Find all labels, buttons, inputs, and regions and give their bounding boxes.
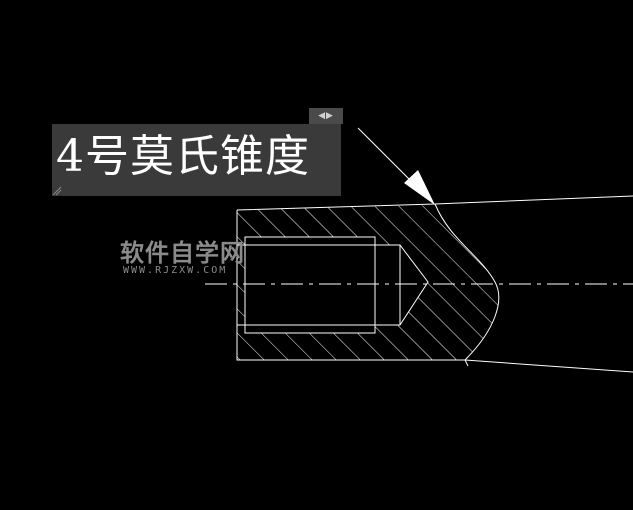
part-outline xyxy=(236,195,633,373)
mtext-content[interactable]: 4号莫氏锥度 xyxy=(56,131,310,182)
resize-grip-icon[interactable] xyxy=(52,186,62,196)
watermark: 软件自学网 WWW.RJZXW.COM xyxy=(120,240,245,277)
watermark-url: WWW.RJZXW.COM xyxy=(123,265,228,276)
threaded-hole xyxy=(237,236,429,334)
mtext-editor[interactable]: 4号莫氏锥度 xyxy=(52,124,341,196)
left-right-arrows-icon[interactable]: ◀▶ xyxy=(309,108,343,124)
section-tick xyxy=(464,359,469,367)
watermark-title: 软件自学网 xyxy=(120,239,245,267)
leader-arrow-icon[interactable] xyxy=(357,127,435,205)
